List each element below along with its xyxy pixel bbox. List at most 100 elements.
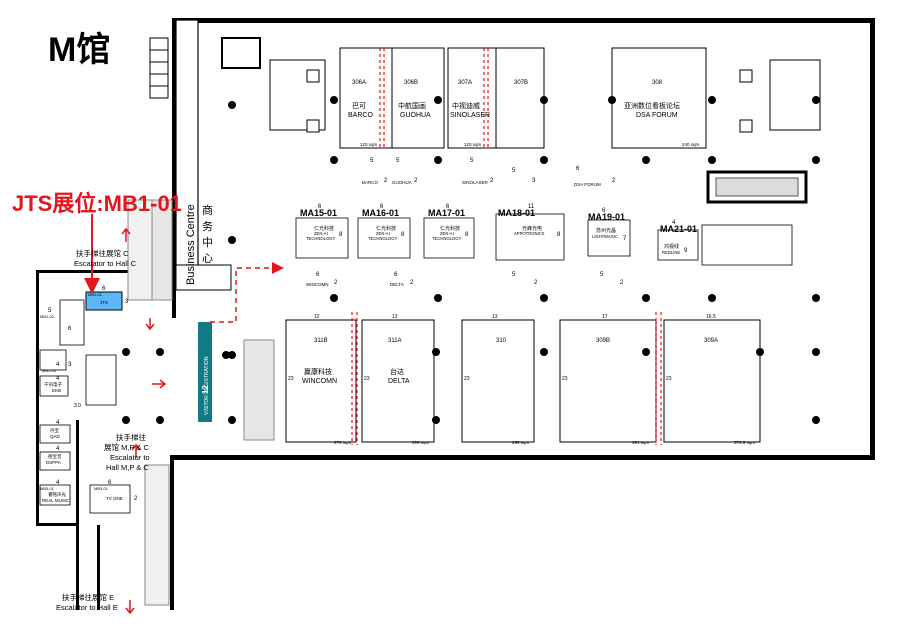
room-307A-cn: 中视迪威: [452, 101, 480, 110]
room-306A-id: 306A: [352, 80, 366, 86]
booth-mb2-02-name: DSPPA: [46, 460, 61, 465]
structural-columns: [122, 96, 820, 424]
jts-booth-callout: JTS展位:MB1-01: [12, 191, 182, 216]
room-311B-en: WINCOMN: [302, 378, 337, 385]
hall-title: M馆: [48, 31, 111, 69]
top-rooms-outline: [339, 47, 707, 149]
escalator-mpc-en1: Escalator to: [110, 453, 150, 462]
booth-tvone-d: 2: [134, 496, 138, 502]
escalator-c-en: Escalator to Hall C: [74, 259, 137, 268]
mid-booth-num: 6: [316, 272, 320, 278]
small-booth-num: 5: [370, 158, 374, 164]
small-booth-side: 2: [612, 178, 616, 184]
small-booth-side: 2: [490, 178, 494, 184]
escalator-mpc-en2: Hall M,P & C: [106, 463, 149, 472]
booth-tvone-name: TV ONE: [106, 496, 123, 501]
booth-ma17-id: MA17-01: [428, 208, 465, 218]
mid-booth-side: 2: [334, 280, 338, 286]
small-booth-num: 5: [396, 158, 400, 164]
booth-mb1-01-w: 6: [102, 286, 106, 292]
small-booth-num: 6: [576, 166, 580, 172]
booth-ma16-d: 8: [401, 232, 405, 238]
room-306B-en: GUOHUA: [400, 112, 431, 119]
booth-mb3-01-cn: 睿铭声光: [48, 491, 66, 498]
small-booth-name: GUOHUA: [392, 180, 412, 185]
room-308-en: DSA FORUM: [636, 112, 678, 119]
booth-ma16-en1: ZEN-AI: [376, 231, 390, 236]
booth-ma21-w: 4: [672, 220, 676, 226]
booth-row-outline: [295, 213, 793, 266]
booth-ma18-w: 11: [528, 204, 535, 210]
booth-mb1-04-d: 3.0: [74, 403, 81, 409]
escalator-mpc-cn2: 展馆 M,P & C: [104, 442, 149, 452]
booth-ma15-cn: 仁光科技: [314, 225, 334, 232]
booth-tvone-id: MB3-01: [94, 486, 109, 491]
booth-mb1-01-d: 3: [125, 299, 129, 305]
booth-ma17-en1: ZEN-AI: [440, 231, 454, 236]
booth-mb1-04-name: EKB: [52, 388, 61, 393]
booth-ma15-en1: ZEN-AI: [314, 231, 328, 236]
mid-booth-name: DELTA: [390, 282, 404, 287]
business-centre-block: [175, 19, 232, 291]
booth-ma17-en2: TECHNOLOGY: [432, 236, 462, 241]
booth-ma19-d: 7: [623, 236, 627, 242]
bottom-rooms-outline: [285, 319, 761, 443]
room-311A-cn: 台达: [390, 367, 404, 376]
jts-booth-highlight[interactable]: [85, 291, 123, 311]
small-booth-name: BARCO: [362, 180, 379, 185]
booth-ma17-cn: 仁光科技: [440, 225, 460, 232]
room-310-w: 13: [492, 314, 498, 320]
room-309B-sqm: 391 sqm: [632, 440, 650, 445]
escalator-e-cn: 扶手梯往展馆 E: [62, 592, 114, 602]
mid-booth-num: 5: [600, 272, 604, 278]
booth-ma21-d: 9: [684, 248, 688, 254]
booth-ma15-d: 8: [339, 232, 343, 238]
small-booth-num: 5: [512, 168, 516, 174]
room-309A-w: 16.5: [706, 314, 716, 320]
booth-mb1-04-w: 4: [56, 376, 60, 382]
room-306A-cn: 巴可: [352, 102, 366, 110]
mid-booth-side: 2: [534, 280, 538, 286]
room-306A-en: BARCO: [348, 112, 373, 119]
mid-booth-side: 2: [620, 280, 624, 286]
room-sqm-308: 240 sqm: [682, 142, 700, 147]
room-311B-sqm: 276 sqm: [334, 440, 352, 445]
mid-booth-name: WINCOMN: [306, 282, 329, 287]
room-311A-en: DELTA: [388, 378, 410, 385]
visitor-registration-desk[interactable]: [198, 322, 212, 422]
mid-booth-num: 5: [512, 272, 516, 278]
room-306B-id: 306B: [404, 80, 418, 86]
booth-ma16-id: MA16-01: [362, 208, 399, 218]
booth-ma17-d: 8: [465, 232, 469, 238]
booth-mb2-02-cn: 德宝音: [48, 453, 62, 460]
booth-ma15-en2: TECHNOLOGY: [306, 236, 336, 241]
booth-ma21-cn: 鸿视线: [664, 243, 679, 250]
room-309A-d: 23: [666, 376, 672, 382]
room-309B-id: 309B: [596, 338, 610, 344]
top-room-labels: 306A 巴可 BARCO 306B 中航国画 GUOHUA 307A 中视迪威…: [348, 80, 700, 147]
booth-mb1-03-w: 4: [56, 362, 60, 368]
booth-mb1-03-id: MB1-03: [42, 368, 57, 373]
business-centre-char: 中: [202, 236, 213, 249]
booth-mb2-01-w: 4: [56, 420, 60, 426]
booth-mb1-04-cn: 千讯电子: [44, 381, 62, 388]
business-centre-en: Business Centre: [185, 204, 197, 285]
outer-walls: [36, 18, 875, 610]
business-centre-char: 心: [202, 252, 213, 265]
bottom-room-labels: 12 311B 赢康科技 WINCOMN 23 276 sqm 13 311A …: [288, 314, 755, 445]
booth-mb1-02-w: 5: [48, 308, 52, 314]
room-311B-d: 23: [288, 376, 294, 382]
booth-ma21-id: MA21-01: [660, 224, 697, 234]
booth-ma15-id: MA15-01: [300, 208, 337, 218]
room-308-cn: 亚洲数位看板论坛: [624, 101, 680, 110]
room-311A-sqm: 299 sqm: [412, 440, 430, 445]
booth-mb3-01-id: MB3-01: [40, 486, 55, 491]
booth-mb2-02-w: 4: [56, 446, 60, 452]
booth-mb3-01-w: 4: [56, 480, 60, 486]
registration-label: VISITOR REGISTRATION: [204, 356, 210, 415]
booth-ma16-cn: 仁光科技: [376, 225, 396, 232]
escalator-e-en: Escalator to Hall E: [56, 603, 118, 612]
small-booth-side: 2: [384, 178, 388, 184]
room-310-sqm: 299 sqm: [512, 440, 530, 445]
